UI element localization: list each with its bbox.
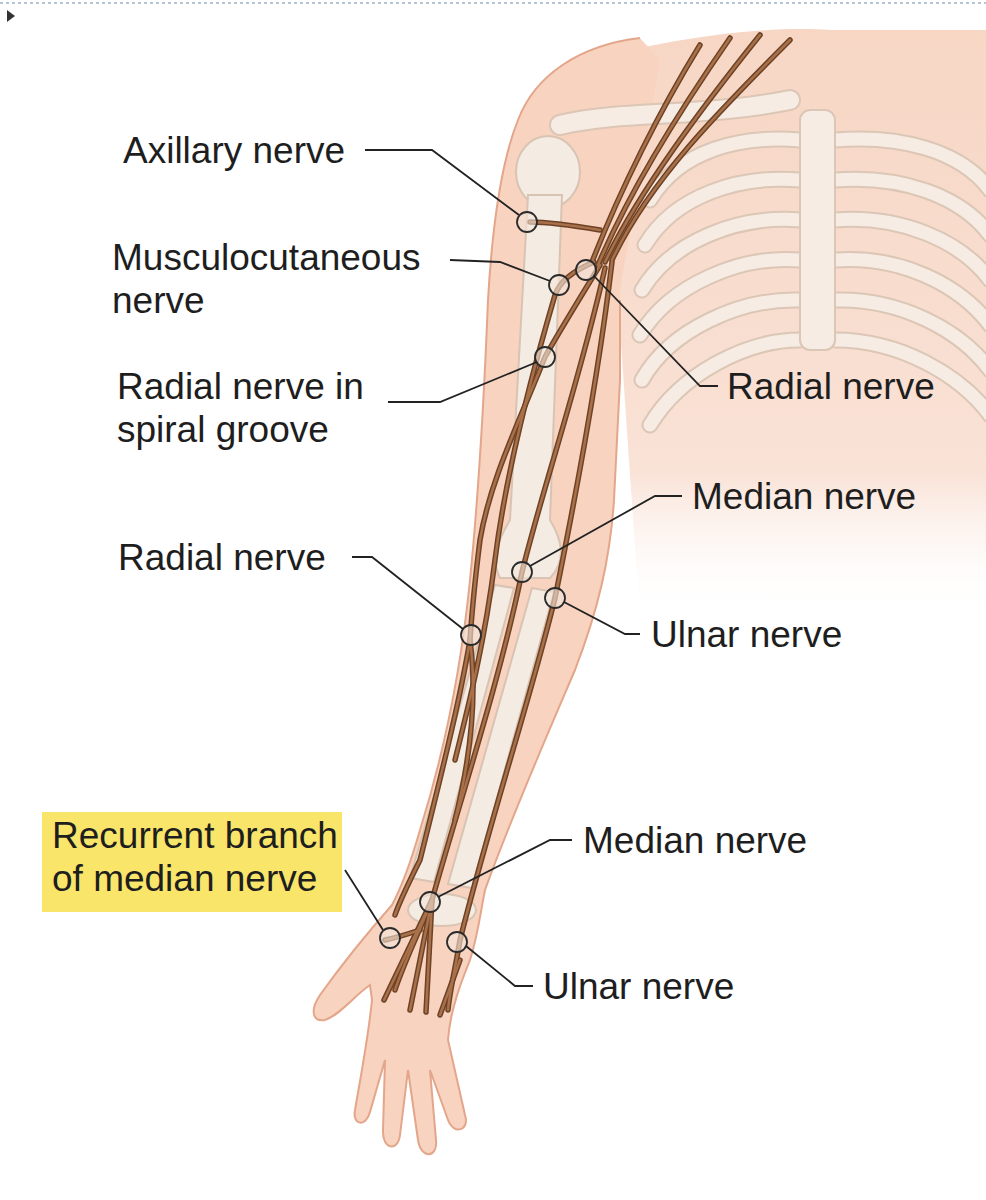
leader-line [352,557,463,629]
leader-line [388,362,537,402]
site-marker [549,275,569,295]
nerve-label: Musculocutaneous nerve [112,236,452,322]
site-markers [380,212,596,952]
bullet-triangle [7,10,15,22]
site-marker [512,562,532,582]
site-marker [461,625,481,645]
site-marker [380,928,400,948]
leader-line [345,870,383,930]
nerve-label: Median nerve [692,475,972,518]
nerve-label: Ulnar nerve [543,965,843,1008]
nerve-label: Median nerve [583,819,883,862]
leader-line [564,602,640,634]
site-marker [420,892,440,912]
nerves [384,35,790,1015]
leader-line [530,496,682,566]
site-marker [517,212,537,232]
site-marker [535,347,555,367]
nerve-label: Recurrent branch of median nerve [52,814,338,900]
nerve-label: Radial nerve in spiral groove [117,365,407,451]
nerve-outline [384,35,790,1015]
leader-line [594,276,718,386]
page-border [0,2,986,4]
nerve-label: Radial nerve [727,365,977,408]
ulna [448,588,554,888]
site-marker [576,260,596,280]
leader-line [365,150,519,215]
site-marker [545,588,565,608]
nerve-label: Radial nerve [118,536,368,579]
leader-line [438,840,572,897]
site-marker [447,932,467,952]
highlight-box: Recurrent branch of median nerve [42,812,342,912]
nerve-label: Axillary nerve [123,129,423,172]
nerve-label: Ulnar nerve [651,613,931,656]
leader-line [450,260,550,281]
sternum [800,110,835,350]
nerve-core [384,35,790,1015]
leader-line [466,946,533,986]
